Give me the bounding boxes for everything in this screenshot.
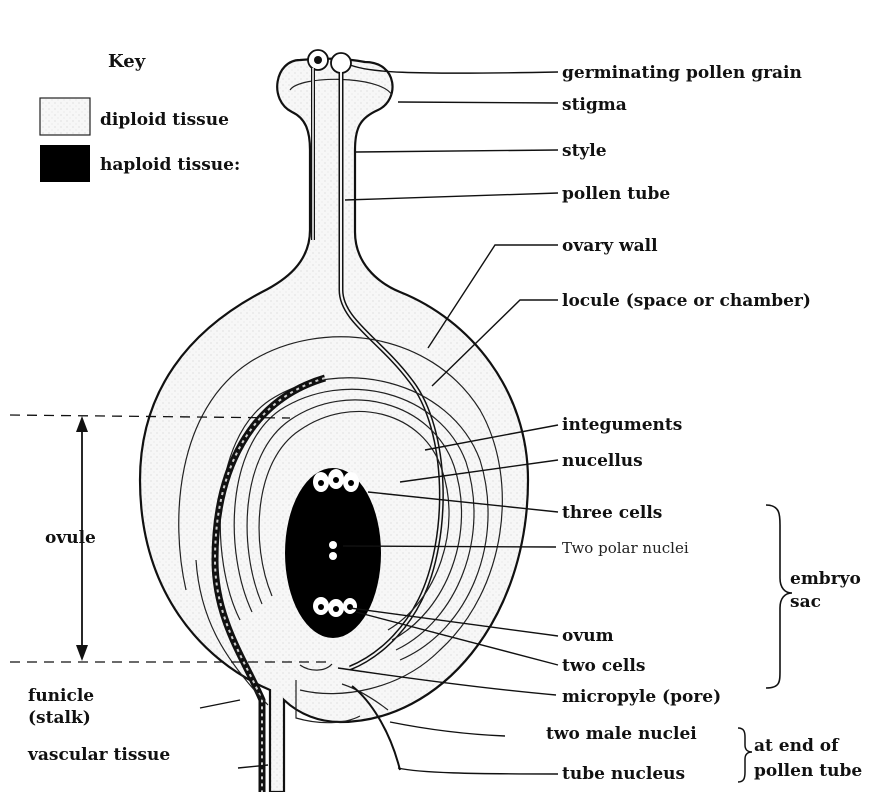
label-embryo-sac-line2: sac	[790, 592, 821, 612]
label-at-end-line2: pollen tube	[754, 761, 862, 781]
label-three-cells: three cells	[562, 503, 662, 523]
key-diploid-label: diploid tissue	[100, 110, 229, 130]
label-stigma: stigma	[562, 95, 627, 115]
polar-nucleus-1	[329, 541, 337, 549]
label-style: style	[562, 141, 607, 161]
label-nucellus: nucellus	[562, 451, 643, 471]
key: Key diploid tissue haploid tissue:	[40, 51, 240, 182]
label-germinating-pollen-grain: germinating pollen grain	[562, 63, 802, 83]
label-funicle-line2: (stalk)	[28, 708, 91, 728]
pollen-grain-nucleus	[314, 56, 322, 64]
label-locule: locule (space or chamber)	[562, 291, 811, 311]
pollen-tube-end-brace	[738, 728, 752, 782]
label-vascular-tissue: vascular tissue	[27, 745, 170, 765]
polar-nucleus-2	[329, 552, 337, 560]
haploid-swatch	[40, 145, 90, 182]
label-funicle-line1: funicle	[28, 686, 94, 706]
key-title: Key	[108, 51, 146, 72]
key-haploid-label: haploid tissue:	[100, 155, 240, 175]
label-tube-nucleus: tube nucleus	[562, 764, 685, 784]
label-embryo-sac-line1: embryo	[790, 569, 861, 589]
embryo-sac-brace	[766, 505, 792, 688]
diploid-swatch	[40, 98, 90, 135]
label-two-polar-nuclei: Two polar nuclei	[562, 539, 689, 557]
label-pollen-tube: pollen tube	[562, 184, 670, 204]
pollen-grain-right	[331, 53, 351, 73]
label-micropyle: micropyle (pore)	[562, 687, 721, 707]
label-at-end-line1: at end of	[754, 736, 840, 756]
label-two-male-nuclei: two male nuclei	[546, 724, 697, 744]
label-integuments: integuments	[562, 415, 682, 435]
antipodal-cells	[313, 469, 359, 492]
label-ovule: ovule	[45, 528, 96, 548]
label-ovum: ovum	[562, 626, 614, 646]
label-ovary-wall: ovary wall	[562, 236, 658, 256]
label-two-cells: two cells	[562, 656, 645, 676]
